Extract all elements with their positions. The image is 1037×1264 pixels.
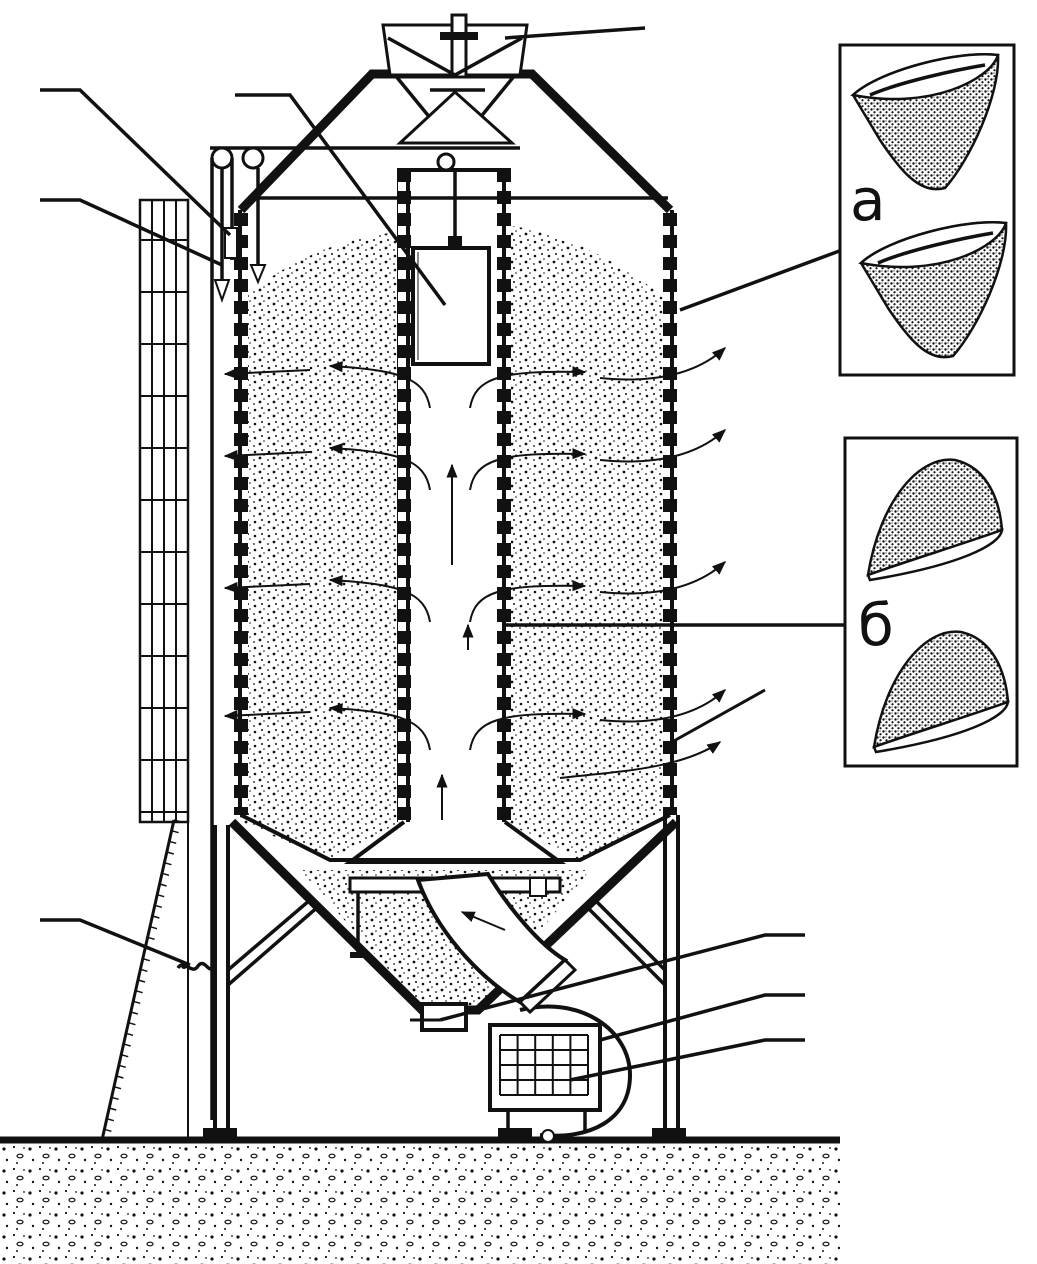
inset-a: а [838, 43, 1016, 377]
outer-shell [228, 69, 680, 1032]
callout-10 [569, 1038, 805, 1082]
ground [0, 1136, 840, 1264]
label-b: б [858, 591, 894, 659]
air-inlet-pipe [415, 871, 578, 1015]
top-spreader [381, 13, 529, 145]
callout-4 [504, 26, 646, 40]
callout-lines [40, 26, 848, 1082]
fan-unit [488, 1004, 633, 1143]
grain-mass [240, 225, 668, 1005]
callout-7 [40, 918, 191, 967]
callout-8 [439, 933, 805, 1022]
label-a: а [850, 166, 886, 234]
ladder [100, 198, 190, 1141]
airflow-arrows [223, 347, 766, 820]
inset-b: б [843, 436, 1019, 768]
callout-5 [679, 248, 843, 312]
callout-3 [235, 93, 447, 307]
callout-2 [40, 198, 223, 267]
grain-cone-a-1 [850, 53, 1000, 191]
grain-cone-b-1 [866, 458, 1004, 582]
grain-cone-b-2 [872, 630, 1010, 754]
pulley-frame [210, 146, 668, 1120]
grain-cone-a-2 [858, 221, 1008, 359]
callout-1 [40, 88, 232, 237]
level-sensor-weight [411, 170, 491, 366]
callout-9 [599, 993, 805, 1042]
